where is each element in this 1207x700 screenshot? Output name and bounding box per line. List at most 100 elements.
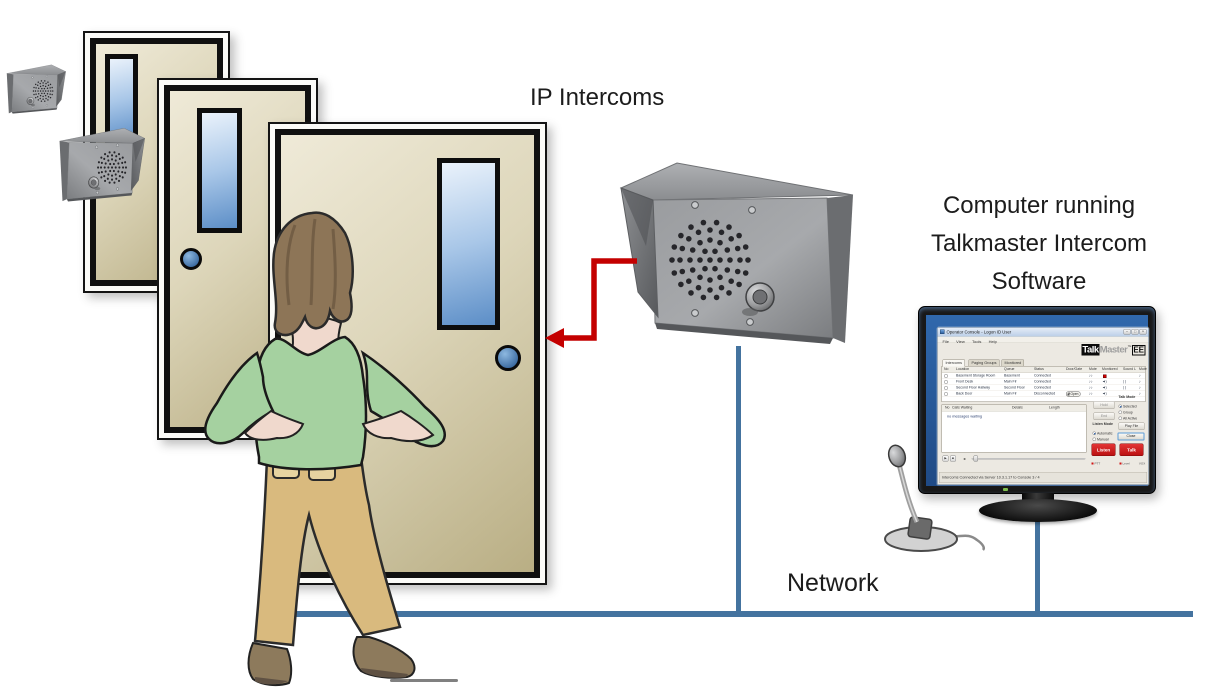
rewind-icon[interactable]: ◄: [962, 457, 966, 462]
mute-icon[interactable]: ♪♪: [1089, 374, 1093, 378]
label-computer-line3: Software: [991, 268, 1087, 295]
radio-icon[interactable]: [1118, 416, 1122, 420]
table-row[interactable]: Second Floor Hallway Second Floor Connec…: [942, 385, 1145, 391]
label-network: Network: [787, 569, 879, 597]
door-front-knob: [495, 345, 521, 371]
close-window-button[interactable]: ×: [1139, 329, 1147, 335]
sound-level-icon: | ): [1123, 380, 1127, 384]
sound-level-icon: | ): [1123, 386, 1127, 390]
menu-tools[interactable]: Tools: [972, 339, 982, 345]
logo-tm: ™: [1127, 344, 1132, 350]
shoe-right-sole: [361, 668, 408, 678]
maximize-button[interactable]: □: [1131, 329, 1139, 335]
arrowhead-icon: [545, 328, 564, 348]
close-button[interactable]: Close: [1117, 432, 1145, 441]
intercom-table: No Location Queue Status Door/Gate Mute …: [941, 366, 1147, 402]
intercom-to-door-arrow: [545, 258, 637, 348]
ptt-led-icon: [1091, 462, 1094, 465]
talk-button[interactable]: Talk: [1119, 443, 1144, 456]
ip-intercom-large: [620, 162, 854, 345]
logo-ee: EE: [1131, 345, 1146, 356]
mic-base: [884, 526, 958, 552]
speaker-icon: ◄): [1102, 380, 1107, 384]
table-row[interactable]: Basement Storage Room Basement Connected…: [942, 373, 1145, 379]
calls-waiting-list: No Calls Waiting Details Length no messa…: [941, 404, 1087, 453]
talk-mode-label: Talk Mode: [1118, 395, 1136, 400]
label-computer-line2: Talkmaster Intercom: [930, 230, 1148, 257]
status-bar: Intercoms Connected via Server 10.3.1.17…: [939, 472, 1147, 483]
listen-mode-label: Listen Mode: [1092, 422, 1113, 427]
playback-slider[interactable]: [971, 458, 1086, 460]
door-front-window: [437, 158, 500, 330]
label-ip-intercoms: IP Intercoms: [530, 84, 665, 111]
radio-group[interactable]: Group: [1118, 407, 1133, 415]
computer-network-drop-line: [1035, 514, 1040, 613]
door-back-window: [105, 54, 138, 146]
door-front: [268, 122, 547, 585]
row-checkbox[interactable]: [944, 392, 948, 396]
ptt-indicator: PTT: [1091, 458, 1100, 466]
play-button[interactable]: ▶: [942, 455, 949, 462]
tab-intercoms[interactable]: Intercoms: [942, 359, 965, 367]
title-bar[interactable]: Operator Console - Logon ID User – □ ×: [937, 327, 1149, 337]
play-file-button[interactable]: Play File: [1118, 422, 1145, 430]
mic-gooseneck: [896, 463, 920, 524]
power-led-icon: [1003, 488, 1008, 491]
menu-view[interactable]: View: [956, 339, 965, 345]
row-checkbox[interactable]: [944, 386, 948, 390]
menu-help[interactable]: Help: [988, 339, 997, 345]
minimize-button[interactable]: –: [1123, 329, 1131, 335]
stop-button[interactable]: ■: [950, 455, 956, 462]
radio-all-active[interactable]: All Active: [1118, 413, 1137, 421]
door-front-panel: [275, 129, 540, 578]
monitored-alert-icon: [1103, 374, 1107, 378]
tab-monitored[interactable]: Monitored: [1001, 359, 1025, 366]
level-indicator: Level VOX: [1119, 458, 1145, 466]
table-header: No Location Queue Status Door/Gate Mute …: [942, 366, 1147, 373]
menu-file[interactable]: File: [942, 339, 949, 345]
door-middle-knob: [180, 248, 202, 270]
mic-hinge: [907, 516, 933, 540]
door-middle-window: [197, 108, 242, 233]
speaker-icon: ◄): [1102, 392, 1107, 396]
app-icon: [940, 329, 945, 334]
vox-led-icon: [1119, 462, 1122, 465]
mic-capsule-icon: [887, 444, 907, 468]
logo-master: Master: [1099, 344, 1128, 356]
shoe-right: [352, 636, 416, 679]
row-checkbox[interactable]: [944, 380, 948, 384]
mute-icon[interactable]: ♪♪: [1089, 380, 1093, 384]
table-row[interactable]: Front Desk Main Flr Connected ♪♪ ◄) | ) …: [942, 379, 1145, 385]
open-door-button[interactable]: Open: [1066, 391, 1081, 397]
listen-button[interactable]: Listen: [1091, 443, 1116, 456]
radio-icon[interactable]: [1118, 410, 1122, 414]
radio-automatic[interactable]: Automatic: [1092, 428, 1113, 436]
window-title: Operator Console - Logon ID User: [946, 329, 1012, 335]
logo-talk: Talk: [1081, 344, 1100, 356]
lock-icon: [1067, 392, 1070, 396]
mute-icon[interactable]: ♪♪: [1089, 386, 1093, 390]
menu-bar: File View Tools Help: [937, 336, 1149, 345]
row-checkbox[interactable]: [944, 374, 948, 378]
ground-line: [390, 679, 458, 682]
end-button[interactable]: End: [1093, 412, 1115, 420]
tab-paging-groups[interactable]: Paging Groups: [968, 359, 1000, 366]
shoe-left-sole: [255, 677, 288, 685]
playback-controls: ▶ ■ ◄: [942, 455, 1093, 463]
radio-selected[interactable]: Selected: [1118, 401, 1137, 409]
radio-icon[interactable]: [1092, 431, 1096, 435]
label-computer-line1: Computer running: [942, 192, 1136, 219]
hold-button[interactable]: Hold: [1093, 401, 1115, 409]
radio-manual[interactable]: Manual: [1092, 434, 1108, 442]
mute-icon[interactable]: ♪♪: [1089, 392, 1093, 396]
radio-icon[interactable]: [1092, 437, 1096, 441]
no-messages-text: no messages waiting: [947, 414, 983, 419]
radio-icon[interactable]: [1118, 404, 1122, 408]
monitor-stand-base: [979, 499, 1097, 522]
calls-header: No Calls Waiting Details Length: [942, 405, 1086, 412]
playback-slider-thumb[interactable]: [973, 455, 978, 462]
table-row[interactable]: Back Door Main Flr Disconnected Open ♪♪ …: [942, 391, 1145, 397]
mic-cable: [936, 530, 985, 551]
intercom-network-drop-line: [736, 346, 741, 613]
